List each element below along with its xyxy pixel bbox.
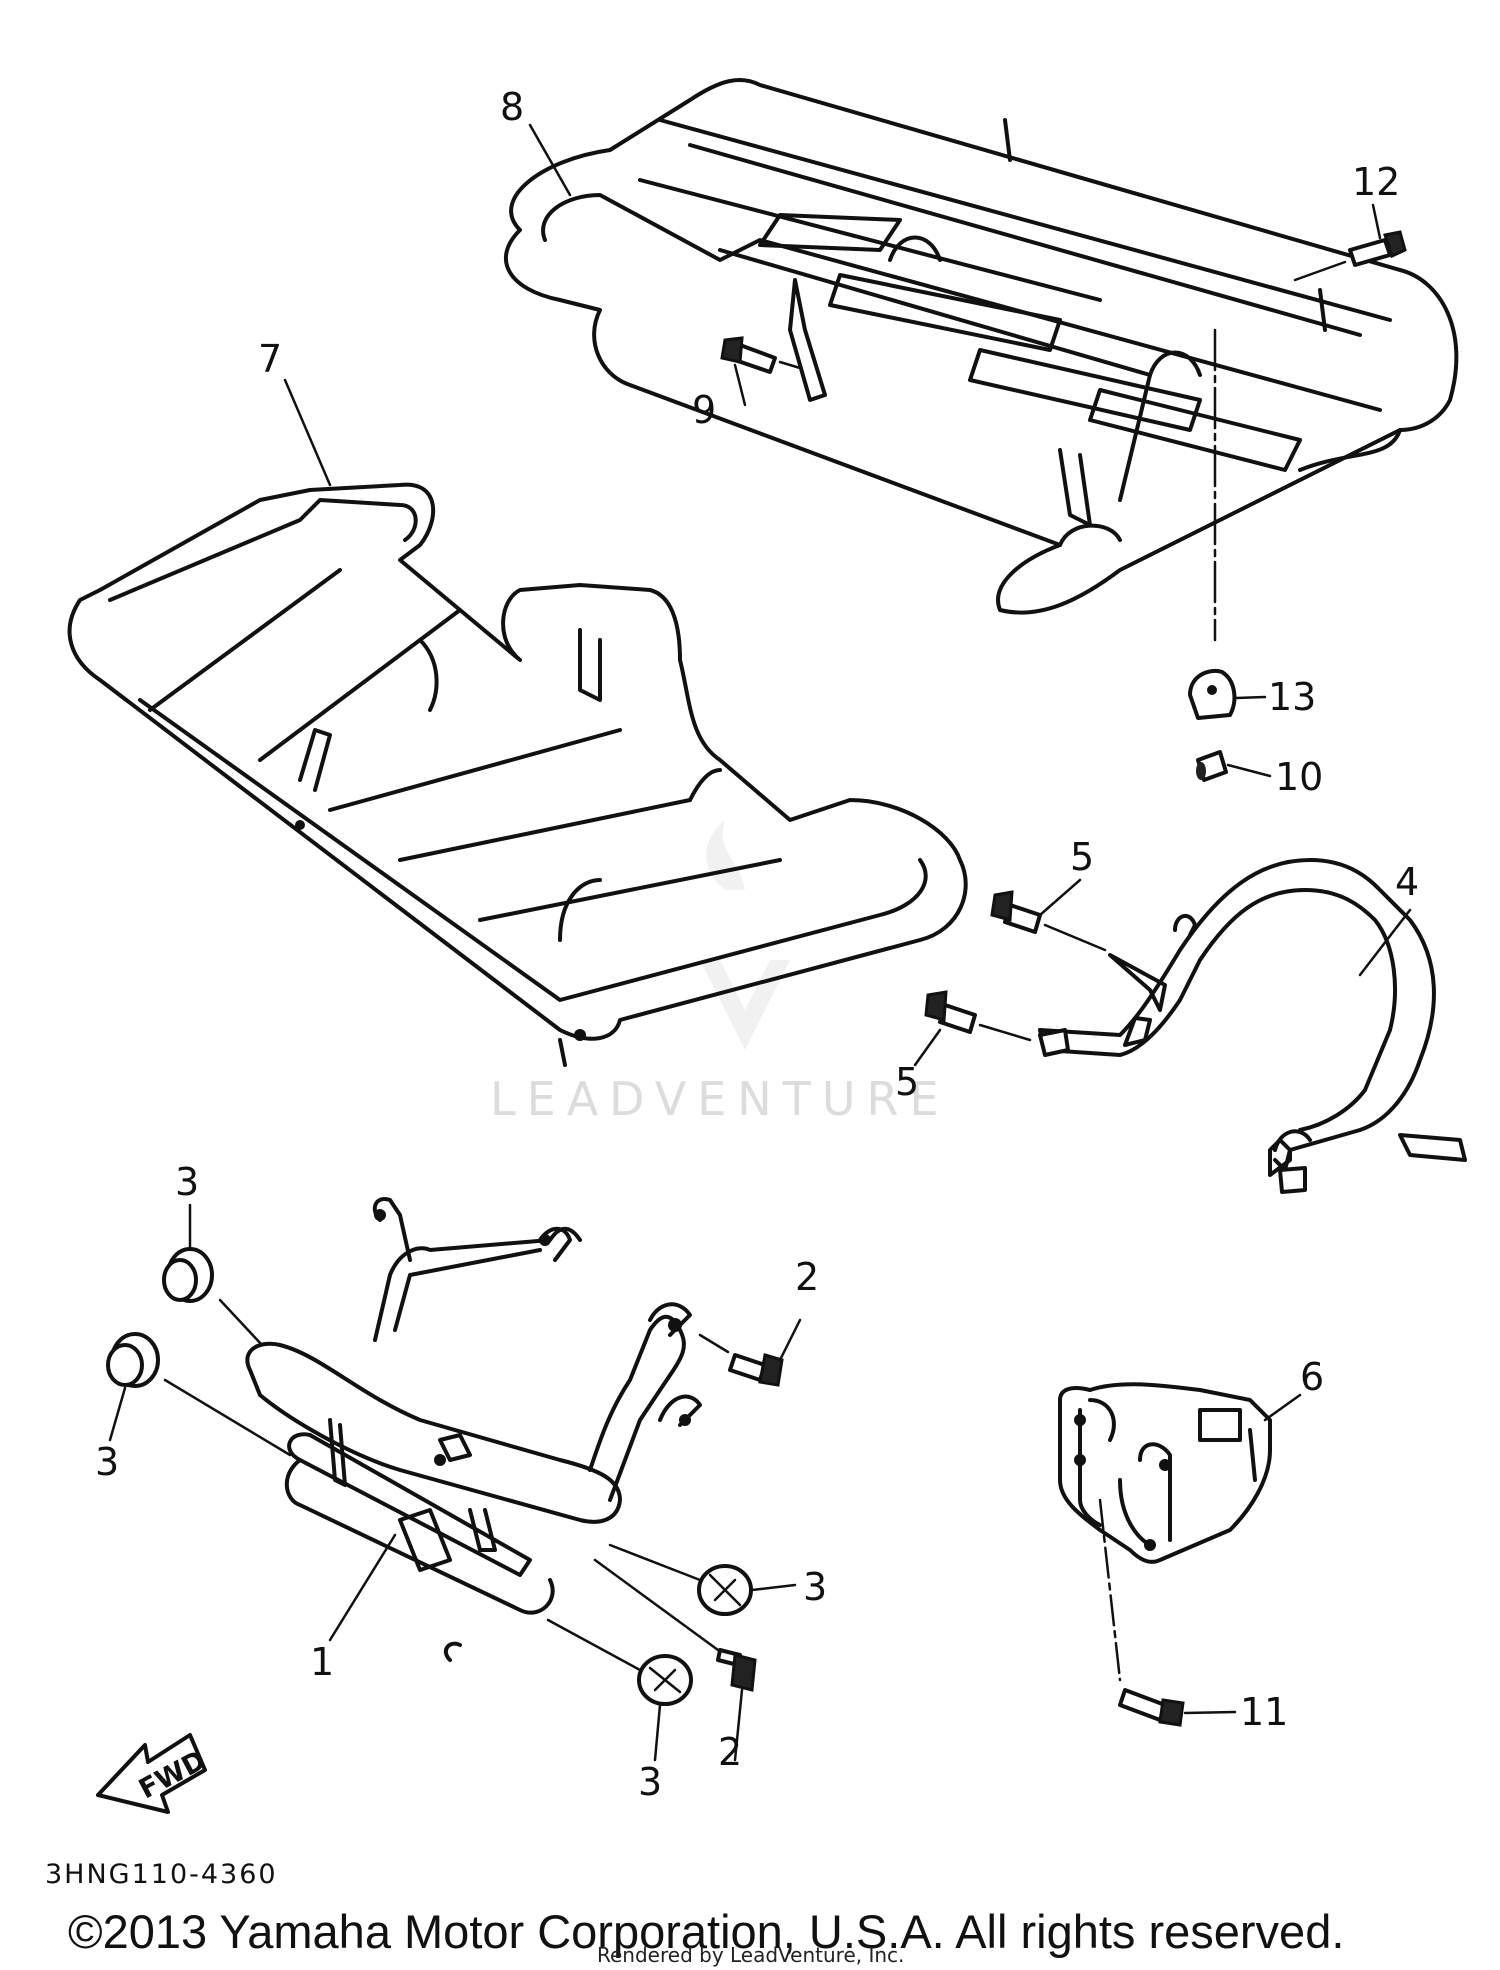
callout-13: 13: [1268, 675, 1316, 719]
watermark: LEADVENTURE: [490, 820, 950, 1126]
grommet-part-3-a: [162, 1247, 264, 1347]
callout-8: 7: [258, 337, 282, 381]
bolt-part-2-lower: [593, 1558, 757, 1762]
diagram-code: 3HNG110-4360: [45, 1859, 278, 1890]
callout-2-lower: 2: [718, 1730, 742, 1774]
callout-7: 11: [1240, 1690, 1288, 1734]
mount-bracket-part-6: [1058, 1382, 1302, 1682]
collar-part-11: [1196, 750, 1272, 782]
rendered-by-notice: Rendered by LeadVenture, Inc.: [597, 1943, 904, 1967]
clip-part-13: [1188, 669, 1267, 720]
fwd-arrow-icon: FWD: [96, 1733, 211, 1814]
copyright-notice: ©2013 Yamaha Motor Corporation, U.S.A. A…: [68, 1905, 1344, 1958]
callout-1: 1: [310, 1640, 334, 1684]
grommet-part-3-d: [546, 1618, 693, 1762]
callout-10: 9: [692, 388, 716, 432]
callout-5-upper: 5: [1070, 835, 1094, 879]
callout-11: 10: [1275, 755, 1323, 799]
grommet-part-3-b: [106, 1332, 292, 1457]
callout-9: 8: [500, 85, 524, 129]
bolt-part-2-upper: [698, 1318, 802, 1387]
callout-5-lower: 5: [895, 1060, 919, 1104]
callout-6: 6: [1300, 1355, 1324, 1399]
callout-3-d: 3: [638, 1760, 662, 1804]
bolt-part-10: [720, 336, 802, 374]
front-carrier-part-8: [67, 482, 968, 1067]
bolt-part-7: [1118, 1688, 1237, 1727]
callout-3-b: 3: [95, 1440, 119, 1484]
grommet-part-3-c: [608, 1543, 797, 1616]
rear-carrier-part-9: [503, 78, 1459, 642]
bracket-part-4: [1038, 858, 1467, 1194]
bolt-part-5-lower: [924, 990, 1032, 1042]
callout-12: 12: [1352, 160, 1400, 204]
bolt-part-12: [1293, 230, 1407, 282]
callout-labels: 8 12 9 7 13 10 5 5 4 3 3 2 6 3 1 11 3 2: [95, 85, 1419, 1804]
watermark-logo-icon: [700, 820, 790, 1050]
callout-2-upper: 2: [795, 1255, 819, 1299]
callout-3-a: 3: [175, 1160, 199, 1204]
callout-3-c: 3: [803, 1565, 827, 1609]
guard-part-1: [245, 1197, 702, 1662]
watermark-text: LEADVENTURE: [490, 1072, 950, 1126]
bolt-part-5-upper: [990, 890, 1107, 952]
callout-4: 4: [1395, 860, 1419, 904]
